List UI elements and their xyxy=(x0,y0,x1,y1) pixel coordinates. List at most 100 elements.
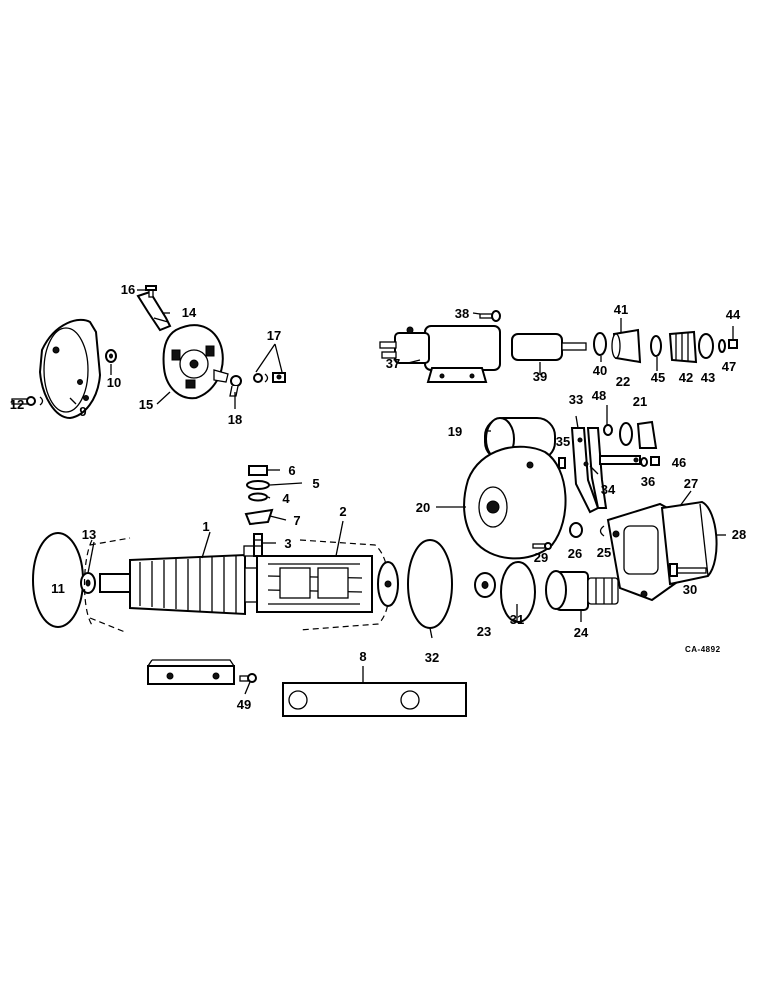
callout-17: 17 xyxy=(267,328,281,343)
callout-7: 7 xyxy=(293,513,300,528)
callout-46: 46 xyxy=(672,455,686,470)
callout-16: 16 xyxy=(121,282,135,297)
callout-13: 13 xyxy=(82,527,96,542)
washer-4 xyxy=(248,492,268,502)
strap-plate xyxy=(282,682,467,717)
screw-38 xyxy=(479,310,501,322)
callout-4: 4 xyxy=(282,491,290,506)
washer-48 xyxy=(603,424,613,436)
bolt-30 xyxy=(669,563,707,577)
brush-holder-plate xyxy=(162,324,229,400)
gasket-ring-11 xyxy=(32,532,84,628)
brush-14 xyxy=(136,290,172,332)
gasket-ring-32 xyxy=(407,539,453,629)
callout-45: 45 xyxy=(651,370,665,385)
callout-47: 47 xyxy=(722,359,736,374)
callout-24: 24 xyxy=(574,625,589,640)
callout-26: 26 xyxy=(568,546,582,561)
gasket-ring-31 xyxy=(500,561,536,623)
drive-pinion xyxy=(545,570,619,611)
leader-lines xyxy=(69,289,734,695)
nose-housing xyxy=(606,500,718,602)
washer-23 xyxy=(474,572,496,598)
callout-3: 3 xyxy=(284,536,291,551)
callout-23: 23 xyxy=(477,624,491,639)
callout-14: 14 xyxy=(182,305,197,320)
callout-12: 12 xyxy=(10,397,24,412)
end-frame-cover xyxy=(38,318,102,420)
callout-42: 42 xyxy=(679,370,693,385)
callout-40: 40 xyxy=(593,363,607,378)
callout-31: 31 xyxy=(510,612,524,627)
callout-20: 20 xyxy=(416,500,430,515)
bracket-49 xyxy=(147,659,257,685)
screw-12 xyxy=(11,396,44,406)
cup-41 xyxy=(611,328,642,364)
phantom-outline-armature xyxy=(83,537,131,633)
terminal-stud-3 xyxy=(253,533,263,557)
terminal-clip xyxy=(229,375,242,397)
armature xyxy=(99,553,258,616)
callout-25: 25 xyxy=(597,545,611,560)
pin-35 xyxy=(558,457,566,469)
insulator-7 xyxy=(244,508,274,526)
nut-6 xyxy=(248,465,268,476)
field-frame xyxy=(243,545,399,613)
washer-36 xyxy=(640,457,648,467)
callout-6: 6 xyxy=(288,463,295,478)
callout-5: 5 xyxy=(312,476,319,491)
callout-39: 39 xyxy=(533,369,547,384)
callout-9: 9 xyxy=(79,404,86,419)
callout-43: 43 xyxy=(701,370,715,385)
callout-15: 15 xyxy=(139,397,153,412)
armature-core-slots xyxy=(139,556,237,613)
washer-5 xyxy=(246,480,270,490)
callout-10: 10 xyxy=(107,375,121,390)
screw-16 xyxy=(145,285,157,298)
diagram-code: CA-4892 xyxy=(685,645,721,654)
ring-22 xyxy=(619,422,633,446)
callout-30: 30 xyxy=(683,582,697,597)
callout-35: 35 xyxy=(556,434,570,449)
washer-10 xyxy=(105,349,117,363)
callout-labels: 1 2 3 4 5 6 7 8 9 10 11 12 13 14 15 16 1… xyxy=(10,282,746,712)
callout-2: 2 xyxy=(339,504,346,519)
callout-44: 44 xyxy=(726,307,741,322)
ring-40 xyxy=(593,332,607,356)
callout-29: 29 xyxy=(534,550,548,565)
bushing-26 xyxy=(569,522,583,538)
nut-46 xyxy=(650,456,660,466)
plunger xyxy=(511,333,587,361)
callout-38: 38 xyxy=(455,306,469,321)
boot-21 xyxy=(636,420,658,449)
clip-25 xyxy=(599,525,605,537)
callout-18: 18 xyxy=(228,412,242,427)
nut-washer-set xyxy=(253,372,286,383)
ring-45 xyxy=(650,335,662,357)
callout-28: 28 xyxy=(732,527,746,542)
lever-pin xyxy=(599,455,641,465)
callout-22: 22 xyxy=(616,374,630,389)
callout-41: 41 xyxy=(614,302,628,317)
callout-34: 34 xyxy=(601,482,616,497)
callout-33: 33 xyxy=(569,392,583,407)
callout-11: 11 xyxy=(51,581,65,596)
washer-47 xyxy=(718,339,726,353)
callout-1: 1 xyxy=(202,519,209,534)
bolt-29 xyxy=(532,542,552,550)
callout-49: 49 xyxy=(237,697,251,712)
callout-48: 48 xyxy=(592,388,606,403)
callout-21: 21 xyxy=(633,394,647,409)
washer-13 xyxy=(80,572,96,594)
callout-37: 37 xyxy=(386,356,400,371)
callout-32: 32 xyxy=(425,650,439,665)
cap-43 xyxy=(698,333,714,359)
solenoid xyxy=(379,325,501,383)
callout-8: 8 xyxy=(359,649,366,664)
shift-lever xyxy=(570,427,608,514)
spring-42 xyxy=(668,330,698,364)
drive-housing xyxy=(463,417,567,560)
callout-27: 27 xyxy=(684,476,698,491)
callout-19: 19 xyxy=(448,424,462,439)
